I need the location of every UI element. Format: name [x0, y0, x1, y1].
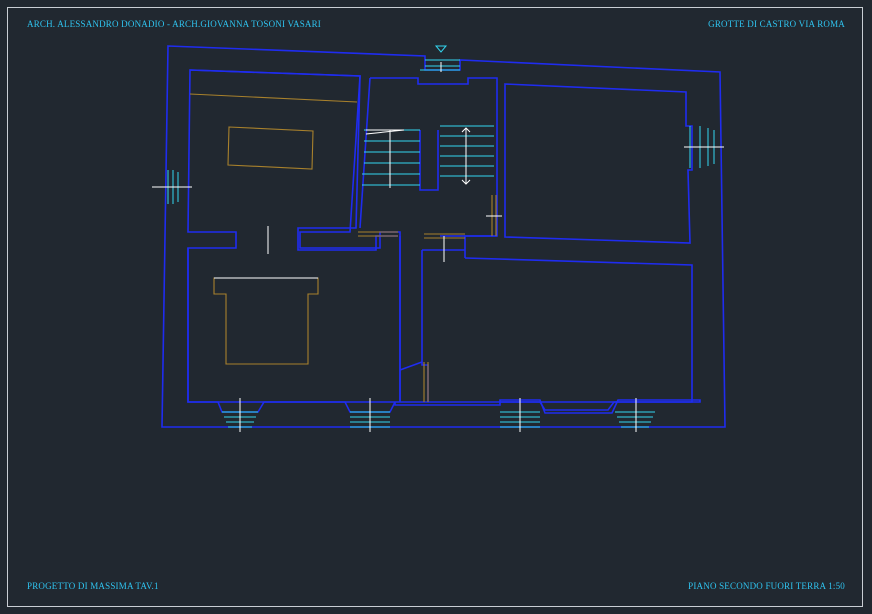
partition-center	[370, 77, 498, 258]
furniture	[189, 93, 497, 402]
project-label: PROGETTO DI MASSIMA TAV.1	[27, 581, 159, 591]
room-lower-right	[421, 250, 693, 411]
bed-outline	[213, 277, 319, 365]
shelf-line	[189, 93, 358, 103]
stairs	[362, 125, 494, 188]
location-label: GROTTE DI CASTRO VIA ROMA	[708, 19, 845, 29]
door-left	[358, 231, 398, 237]
stair-core	[359, 77, 497, 237]
room-lower-left	[187, 248, 396, 413]
section-marks	[152, 62, 724, 432]
table-outline	[227, 126, 314, 170]
corridor	[399, 236, 465, 402]
sheet-frame	[7, 7, 863, 607]
architects-label: ARCH. ALESSANDRO DONADIO - ARCH.GIOVANNA…	[27, 19, 322, 29]
room-upper-left	[189, 69, 398, 251]
room-upper-right	[504, 83, 693, 244]
door-corridor	[423, 362, 429, 402]
floor-scale-label: PIANO SECONDO FUORI TERRA 1:50	[688, 581, 845, 591]
